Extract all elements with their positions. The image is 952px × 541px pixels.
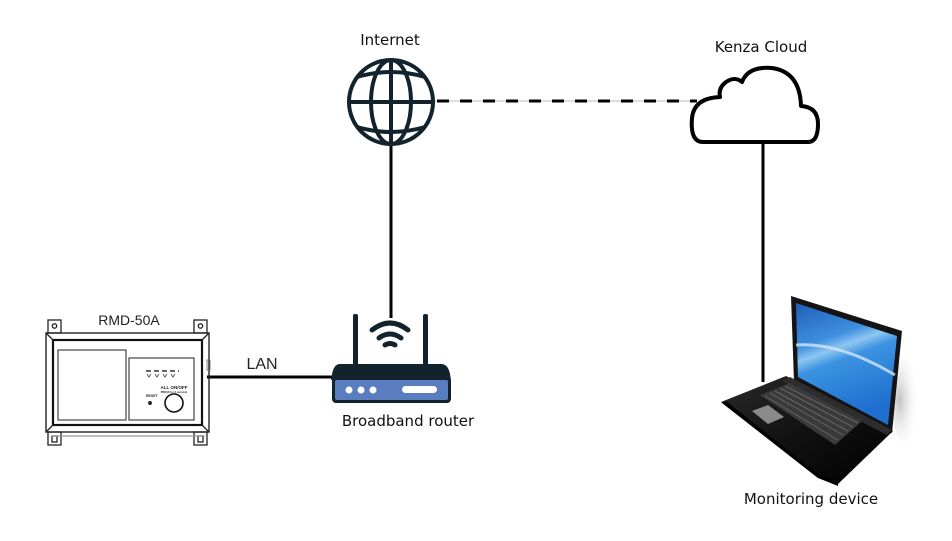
laptop-icon <box>721 296 919 486</box>
router-led-1 <box>345 386 353 394</box>
router-led-3 <box>369 386 377 394</box>
all-on-off-sub-label: PRESS for 3 seconds <box>161 390 188 394</box>
cloud-icon <box>689 65 820 144</box>
router-label: Broadband router <box>342 412 475 430</box>
reset-label: RESET <box>146 394 159 398</box>
controller-unit-icon <box>45 319 211 446</box>
laptop-screen <box>796 303 897 425</box>
antenna-left <box>353 314 358 366</box>
antenna-right <box>423 314 428 366</box>
all-on-off-label: ALL ON/OFF <box>161 385 188 390</box>
laptop-touchpad <box>752 405 784 424</box>
laptop-shadow <box>891 358 919 442</box>
router-led-2 <box>357 386 365 394</box>
router-port-slot <box>402 386 437 393</box>
laptop-base <box>721 376 893 484</box>
link-label-lan: LAN <box>246 356 277 373</box>
router-icon <box>331 314 451 403</box>
monitor-label: Monitoring device <box>744 490 878 508</box>
laptop-keyboard <box>760 383 862 445</box>
wifi-signal-icon <box>369 320 411 348</box>
internet-label: Internet <box>360 31 420 49</box>
device-label: RMD-50A <box>98 312 160 328</box>
globe-icon <box>347 58 435 146</box>
cloud-label: Kenza Cloud <box>715 38 808 56</box>
